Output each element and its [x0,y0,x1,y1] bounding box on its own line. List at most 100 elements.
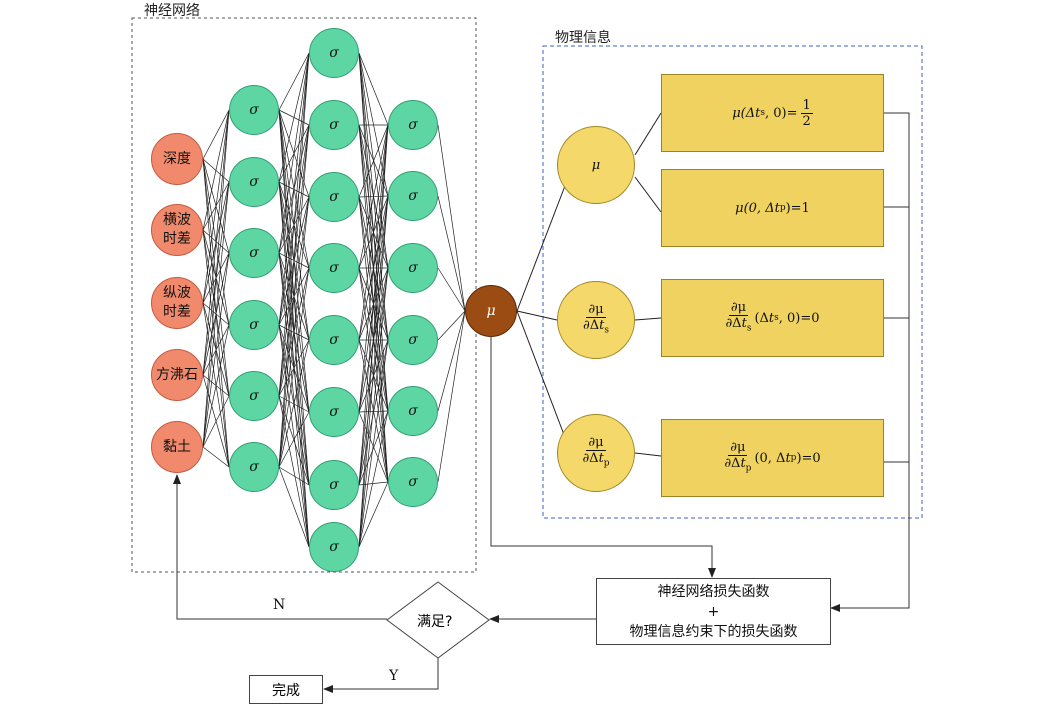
input-label-line1: 横波 [163,212,191,228]
nn-edge [278,52,310,326]
nn-edge [278,196,310,468]
c1-left: μ(Δ [732,105,756,121]
constraint-bus-arrow [830,112,910,612]
hidden-symbol: σ [249,245,259,261]
loss-function-box: 神经网络损失函数 + 物理信息约束下的损失函数 [596,578,831,645]
nn-edge [202,446,230,468]
nn-edge [278,339,310,468]
nn-edge [358,267,389,486]
hidden-node-l1-3: σ [229,228,279,278]
no-feedback-arrow [173,474,387,620]
hidden-node-l2-3: σ [309,172,359,222]
output-symbol: μ [486,303,496,319]
c4-right-b: )=0 [796,450,821,466]
yes-to-done-arrow [323,658,439,693]
hidden-symbol: σ [329,189,339,205]
nn-edge [202,109,230,376]
c2-t: t [774,200,780,216]
nn-edge [358,124,389,341]
physics-info-title: 物理信息 [555,30,611,46]
flow-arrows [173,112,910,693]
c2-right: )=1 [785,200,810,216]
nn-edge [278,252,310,548]
c1-mid: , 0)= [765,105,798,121]
nn-edge [278,466,310,486]
nn-edge [278,267,310,468]
phys-edge [516,177,569,312]
hidden-symbol: σ [329,477,339,493]
nn-edge [358,410,389,548]
yes-label: Y [389,668,399,684]
hidden-node-l1-1: σ [229,85,279,135]
dmu-dts-denominator: ∂Δ [583,317,600,333]
dmu-dts-t: t [599,317,605,333]
nn-edge [358,195,389,548]
c3-sub: s [746,323,752,334]
output-to-loss-arrow [490,337,716,578]
physics-mu-symbol: μ [591,157,601,173]
hidden-node-l2-6: σ [309,387,359,437]
nn-edge [202,109,230,448]
nn-edge [437,310,466,483]
c2-left: μ(0, Δ [735,200,775,216]
dmu-dts-numerator: ∂μ [588,301,604,317]
hidden-symbol: σ [408,474,418,490]
nn-edge [437,124,466,312]
nn-edge [358,267,389,548]
network-edges [202,52,466,548]
nn-edge [358,481,389,548]
hidden-symbol: σ [408,260,418,276]
nn-edge [202,324,230,448]
dmu-dtp-fraction: ∂μ ∂Δtp [582,435,609,472]
nn-edge [358,124,389,548]
nn-edge [202,109,230,160]
nn-edge [358,52,389,126]
hidden-node-l2-2: σ [309,100,359,150]
input-label-line2: 时差 [163,231,191,247]
done-box: 完成 [249,675,323,704]
input-node-3: 纵波时差 [151,277,203,329]
input-label-line1: 纵波 [163,285,191,301]
hidden-symbol: σ [249,174,259,190]
c4-t2: t [785,450,791,466]
input-node-1: 深度 [151,133,203,185]
decision-label: 满足? [417,614,453,630]
physics-edges [516,112,662,457]
phys-edge [634,112,662,156]
c1-sub: s [760,108,765,118]
nn-edge [437,310,466,341]
hidden-symbol: σ [408,188,418,204]
hidden-symbol: σ [249,388,259,404]
hidden-node-l2-5: σ [309,315,359,365]
nn-edge [278,411,310,468]
hidden-symbol: σ [408,117,418,133]
c3-t: t [741,315,747,331]
physics-node-dmu-dts: ∂μ ∂Δts [557,281,635,359]
hidden-symbol: σ [329,332,339,348]
c3-sub2: s [774,313,779,323]
hidden-node-l1-6: σ [229,442,279,492]
hidden-node-l1-5: σ [229,371,279,421]
nn-edge [358,339,389,486]
nn-edge [278,52,310,254]
loss-line2: 物理信息约束下的损失函数 [629,623,798,640]
dmu-dts-fraction: ∂μ ∂Δts [583,302,609,339]
hidden-node-l1-2: σ [229,157,279,207]
hidden-node-l2-7: σ [309,460,359,510]
c1-den: 2 [802,113,811,129]
hidden-node-l3-6: σ [388,457,438,507]
nn-edge [437,267,466,312]
hidden-symbol: σ [249,102,259,118]
c3-t2: t [768,310,775,326]
nn-edge [358,124,389,486]
dmu-dtp-denominator: ∂Δ [582,450,599,466]
phys-edge [634,452,662,457]
hidden-node-l3-5: σ [388,386,438,436]
c1-num: 1 [802,97,811,113]
nn-edge [202,252,230,448]
c4-right-a: (0, Δ [754,450,786,466]
nn-edge [202,109,230,231]
hidden-symbol: σ [329,45,339,61]
physics-node-dmu-dtp: ∂μ ∂Δtp [557,414,635,492]
